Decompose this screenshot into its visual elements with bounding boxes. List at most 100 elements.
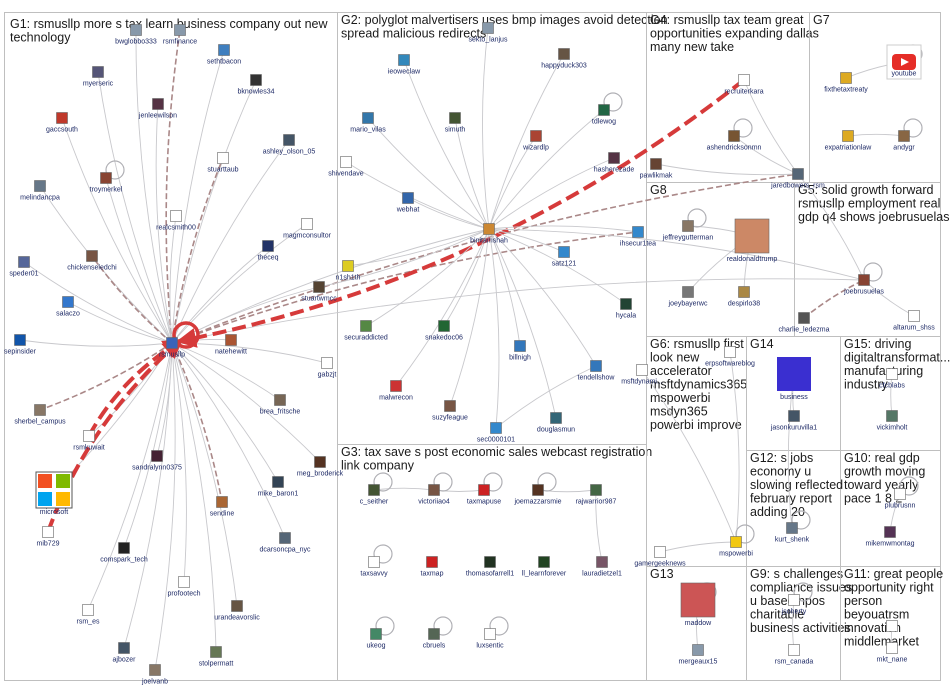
node-sendine[interactable]: sendine <box>210 496 235 518</box>
node-sepinsider[interactable]: sepinsider <box>4 334 37 356</box>
node-realcsmith00[interactable]: realcsmith00 <box>156 210 196 232</box>
node-maddow[interactable]: maddow <box>680 582 716 627</box>
node-mkt-nane[interactable]: mkt_nane <box>877 642 908 664</box>
node-youtube[interactable]: youtube <box>886 44 922 80</box>
node-jaredbowers-rsm[interactable]: jaredbowers_rsm <box>770 168 825 190</box>
node-profootech[interactable]: profootech <box>167 576 201 598</box>
node-mib729[interactable]: mib729 <box>37 526 60 548</box>
node-rajwarrior987[interactable]: rajwarrior987 <box>576 484 617 506</box>
node-mspowerbi[interactable]: mspowerbi <box>719 536 753 558</box>
node-ajbozer[interactable]: ajbozer <box>113 642 137 664</box>
node-rsm-canada[interactable]: rsm_canada <box>775 644 814 666</box>
node-business[interactable]: business <box>777 357 811 401</box>
node-salaczo[interactable]: salaczo <box>56 296 80 318</box>
node-beyouatrsm-node[interactable] <box>886 620 898 632</box>
node-urandeavorslic[interactable]: urandeavorslic <box>214 600 260 622</box>
node-ieoweclaw[interactable]: ieoweclaw <box>388 54 421 76</box>
node-rsm-es[interactable]: rsm_es <box>77 604 100 626</box>
node-sethtbacon[interactable]: sethtbacon <box>207 44 241 66</box>
node-victoriiao4[interactable]: victoriiao4 <box>418 484 450 506</box>
node-stuarttaub[interactable]: stuarttaub <box>207 152 239 174</box>
node-charlie-ledezma[interactable]: charlie_ledezma <box>779 312 830 334</box>
node-expatriationlaw[interactable]: expatriationlaw <box>825 130 873 152</box>
node-joebrusuelas[interactable]: joebrusuelas <box>843 274 884 296</box>
node-bknowles34[interactable]: bknowles34 <box>238 74 275 96</box>
node-plubrusnn[interactable]: plubrusnn <box>885 488 916 510</box>
node-taxmap[interactable]: taxmap <box>421 556 444 578</box>
node-troymerkel[interactable]: troymerkel <box>90 172 123 194</box>
node-ll-learnforever[interactable]: ll_learnforever <box>522 556 567 578</box>
node-gamergeeknews[interactable]: gamergeeknews <box>634 546 686 568</box>
node-rsmkuwait[interactable]: rsmkuwait <box>73 430 105 452</box>
node-gabzjt[interactable]: gabzjt <box>318 357 337 379</box>
node-snakedoc06[interactable]: snakedoc06 <box>425 320 463 342</box>
node-melindancpa[interactable]: melindancpa <box>20 180 60 202</box>
node-joelvanb[interactable]: joelvanb <box>141 664 168 686</box>
node-n1sh1th[interactable]: n1sh1th <box>336 260 361 282</box>
node-jsoherty[interactable]: jsoherty <box>781 594 807 616</box>
node-sandralynn0375[interactable]: sandralynn0375 <box>132 450 182 472</box>
node-ashley-olson-05[interactable]: ashley_olson_05 <box>263 134 316 156</box>
node-realdonaldtrump[interactable]: realdonaldtrump <box>727 218 778 263</box>
node-sherbel-campus[interactable]: sherbel_campus <box>14 404 66 426</box>
node-despirlo38[interactable]: despirlo38 <box>728 286 760 308</box>
node-happyduck303[interactable]: happyduck303 <box>541 48 587 70</box>
node-tendellshow[interactable]: tendellshow <box>578 360 616 382</box>
node-thomasofarrell1[interactable]: thomasofarrell1 <box>466 556 514 578</box>
node-kurt-shenk[interactable]: kurt_shenk <box>775 522 810 544</box>
node-speder01[interactable]: speder01 <box>9 256 39 278</box>
node-jeffreygutterman[interactable]: jeffreygutterman <box>662 220 714 242</box>
node-magmconsultor[interactable]: magmconsultor <box>283 218 332 240</box>
node-sekto-lanjus[interactable]: sekto_lanjus <box>469 22 508 44</box>
node-satz121[interactable]: satz121 <box>552 246 577 268</box>
node-mergeaux15[interactable]: mergeaux15 <box>679 644 718 666</box>
node-comspark-tech[interactable]: comspark_tech <box>100 542 148 564</box>
node-fixthetaxtreaty[interactable]: fixthetaxtreaty <box>824 72 868 94</box>
node-bwglobbo333[interactable]: bwglobbo333 <box>115 24 157 46</box>
node-ashendricksonmn[interactable]: ashendricksonmn <box>707 130 762 152</box>
node-theceq[interactable]: theceq <box>257 240 279 262</box>
node-myerseric[interactable]: myerseric <box>83 66 114 88</box>
node-hycala[interactable]: hycala <box>616 298 636 320</box>
node-gaccsouth[interactable]: gaccsouth <box>46 112 78 134</box>
node-taxmapuse[interactable]: taxmapuse <box>467 484 501 506</box>
node-vickimholt[interactable]: vickimholt <box>877 410 908 432</box>
node-webhat[interactable]: webhat <box>396 192 420 214</box>
node-binitamshah[interactable]: binitamshah <box>470 223 508 245</box>
node-stuartwmcc[interactable]: stuartwmcc <box>301 281 337 303</box>
node-rsmusllp[interactable]: rsmusllp <box>159 337 185 359</box>
node-recruiterkara[interactable]: recruiterkara <box>724 74 764 96</box>
node-joeybayerwc[interactable]: joeybayerwc <box>668 286 708 308</box>
node-simuth[interactable]: simuth <box>445 112 466 134</box>
node-mikemwmontag[interactable]: mikemwmontag <box>865 526 915 548</box>
node-securaddicted[interactable]: securaddicted <box>344 320 388 342</box>
node-dcarsoncpa-nyc[interactable]: dcarsoncpa_nyc <box>260 532 311 554</box>
node-msftdynamics[interactable]: msftdynami... <box>621 364 663 386</box>
node-meg-broderick[interactable]: meg_broderick <box>297 456 344 478</box>
node-rsmfinance[interactable]: rsmfinance <box>163 24 197 46</box>
node-taxsavvy[interactable]: taxsavvy <box>360 556 388 578</box>
node-mike-baron1[interactable]: mike_baron1 <box>258 476 299 498</box>
node-shivendave[interactable]: shivendave <box>328 156 364 178</box>
node-ihsecur1tea[interactable]: ihsecur1tea <box>620 226 656 248</box>
node-chickenseledchi[interactable]: chickenseledchi <box>67 250 117 272</box>
node-pawlikmak[interactable]: pawlikmak <box>640 158 673 180</box>
node-microsoft[interactable]: microsoft <box>35 471 73 516</box>
node-cbruels[interactable]: cbruels <box>423 628 446 650</box>
node-stolpermatt[interactable]: stolpermatt <box>199 646 234 668</box>
node-jasonkuruvilla1[interactable]: jasonkuruvilla1 <box>770 410 817 432</box>
node-hasherezade[interactable]: hasherezade <box>594 152 635 174</box>
node-suzyfeague[interactable]: suzyfeague <box>432 400 468 422</box>
node-wizardlp[interactable]: wizardlp <box>522 130 549 152</box>
node-andygr[interactable]: andygr <box>893 130 915 152</box>
node-altarum-shss[interactable]: altarum_shss <box>893 310 935 332</box>
node-jenleewilson[interactable]: jenleewilson <box>138 98 177 120</box>
node-c-seither[interactable]: c_seither <box>360 484 389 506</box>
node-douglasmun[interactable]: douglasmun <box>537 412 575 434</box>
node-sec0000101[interactable]: sec0000101 <box>477 422 515 444</box>
node-natehewitt[interactable]: natehewitt <box>215 334 247 356</box>
node-erpsoftwareblog[interactable]: erpsoftwareblog <box>705 346 755 368</box>
node-tdlewog[interactable]: tdlewog <box>592 104 616 126</box>
node-luxsentic[interactable]: luxsentic <box>476 628 504 650</box>
node-lauradietzel1[interactable]: lauradietzel1 <box>582 556 622 578</box>
